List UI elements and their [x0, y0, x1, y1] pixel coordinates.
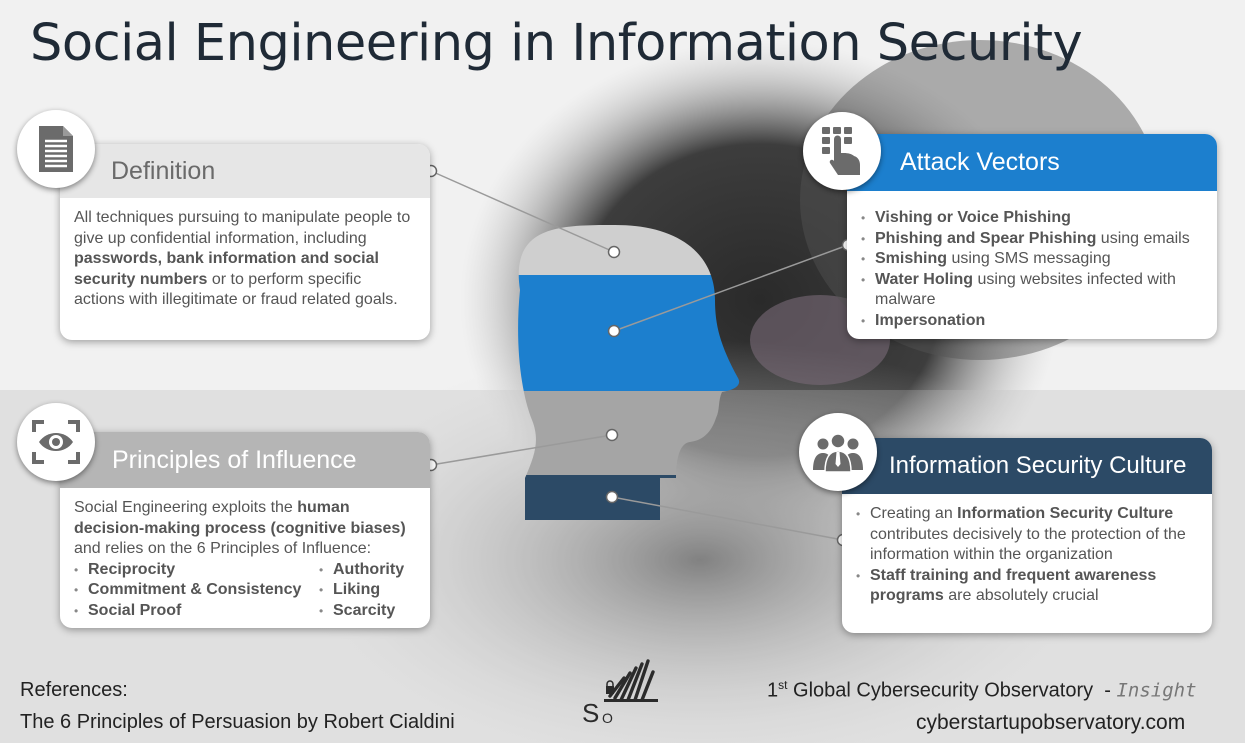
eye-scan-icon — [32, 420, 80, 464]
culture-list: Creating an Information Security Culture… — [856, 504, 1198, 607]
intro-bold: human decision-making process (cognitive… — [74, 499, 406, 537]
attack-vectors-icon-badge — [803, 112, 881, 190]
item-bold: Vishing or Voice Phishing — [875, 209, 1071, 226]
definition-body: All techniques pursuing to manipulate pe… — [60, 198, 430, 321]
item-text-end: contributes decisively to the protection… — [870, 525, 1186, 564]
principles-body: Social Engineering exploits the human de… — [60, 488, 430, 628]
item-bold: Social Proof — [88, 601, 182, 619]
references-source: The 6 Principles of Persuasion by Robert… — [20, 711, 455, 733]
item-text: Creating an — [870, 505, 958, 522]
dash: - — [1093, 679, 1111, 702]
item-text: using SMS messaging — [947, 250, 1111, 267]
ordinal-suffix: st — [778, 678, 788, 692]
culture-card: Information Security Culture Creating an… — [842, 438, 1212, 633]
logo-letter: S — [582, 698, 600, 728]
observatory-logo: S O — [580, 656, 660, 728]
principles-header: Principles of Influence — [60, 432, 430, 488]
item-bold: Staff training and frequent awareness pr… — [870, 566, 1157, 605]
item-bold: Smishing — [875, 250, 948, 267]
list-item: Creating an Information Security Culture… — [856, 504, 1198, 566]
definition-text-bold: passwords, bank information and social s… — [74, 250, 379, 288]
principles-intro: Social Engineering exploits the human de… — [74, 498, 416, 560]
logo-mark-icon — [604, 659, 658, 702]
principles-lists: Reciprocity Commitment & Consistency Soc… — [74, 560, 416, 622]
team-icon — [813, 433, 863, 472]
attack-vectors-heading: Attack Vectors — [900, 148, 1060, 176]
principles-list-left: Reciprocity Commitment & Consistency Soc… — [74, 560, 319, 622]
list-item: Liking — [319, 580, 404, 601]
item-bold: Phishing and Spear Phishing — [875, 229, 1097, 247]
definition-text-end: or to perform specific actions with ille… — [74, 270, 398, 309]
intro-text: Social Engineering exploits the — [74, 499, 298, 516]
definition-header: Definition — [60, 144, 430, 198]
page-title: Social Engineering in Information Securi… — [30, 14, 1083, 73]
definition-heading: Definition — [111, 156, 216, 185]
list-item: Commitment & Consistency — [74, 580, 319, 601]
item-bold: Water Holing — [875, 270, 974, 288]
definition-text: All techniques pursuing to manipulate pe… — [74, 209, 411, 247]
ordinal: 1 — [767, 679, 779, 702]
attack-vectors-body: Vishing or Voice Phishing Phishing and S… — [847, 191, 1217, 339]
intro-text-end: and relies on the 6 Principles of Influe… — [74, 540, 372, 557]
culture-header: Information Security Culture — [842, 438, 1212, 494]
list-item: Social Proof — [74, 601, 319, 622]
list-item: Water Holing using websites infected wit… — [861, 270, 1203, 311]
principles-list-right: Authority Liking Scarcity — [319, 560, 404, 622]
culture-icon-badge — [799, 413, 877, 491]
item-bold: Authority — [333, 560, 405, 578]
item-bold: Liking — [333, 581, 381, 598]
logo-sub-letter: O — [602, 710, 613, 726]
definition-card: Definition All techniques pursuing to ma… — [60, 144, 430, 340]
insight-label: Insight — [1116, 679, 1197, 702]
list-item: Vishing or Voice Phishing — [861, 208, 1203, 229]
item-text: using websites infected with malware — [875, 270, 1176, 309]
list-item: Smishing using SMS messaging — [861, 249, 1203, 270]
definition-icon-badge — [17, 110, 95, 188]
observatory-line: 1st Global Cybersecurity Observatory - I… — [767, 678, 1197, 703]
attack-vectors-list: Vishing or Voice Phishing Phishing and S… — [861, 208, 1203, 331]
principles-card: Principles of Influence Social Engineeri… — [60, 432, 430, 628]
culture-body: Creating an Information Security Culture… — [842, 494, 1212, 617]
list-item: Authority — [319, 560, 404, 581]
item-text: using emails — [1096, 229, 1190, 247]
list-item: Scarcity — [319, 601, 404, 622]
list-item: Staff training and frequent awareness pr… — [856, 566, 1198, 607]
list-item: Impersonation — [861, 311, 1203, 332]
references-label: References: — [20, 679, 128, 701]
principles-icon-badge — [17, 403, 95, 481]
item-text: are absolutely crucial — [943, 587, 1099, 604]
document-icon — [39, 126, 73, 172]
attack-vectors-card: Attack Vectors Vishing or Voice Phishing… — [847, 134, 1217, 339]
principles-heading: Principles of Influence — [112, 445, 357, 474]
item-bold: Impersonation — [875, 311, 986, 329]
item-bold: Information Security Culture — [957, 505, 1174, 522]
list-item: Phishing and Spear Phishing using emails — [861, 229, 1203, 250]
culture-heading: Information Security Culture — [889, 452, 1187, 479]
item-bold: Scarcity — [333, 601, 396, 619]
touch-keypad-icon — [822, 127, 860, 175]
item-bold: Commitment & Consistency — [88, 581, 302, 598]
list-item: Reciprocity — [74, 560, 319, 581]
item-bold: Reciprocity — [88, 560, 176, 578]
attack-vectors-header: Attack Vectors — [847, 134, 1217, 191]
website-link[interactable]: cyberstartupobservatory.com — [916, 711, 1186, 734]
observatory-name: Global Cybersecurity Observatory — [787, 679, 1094, 702]
